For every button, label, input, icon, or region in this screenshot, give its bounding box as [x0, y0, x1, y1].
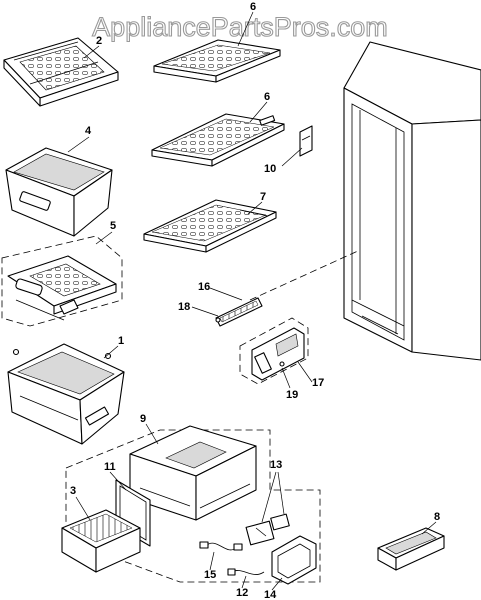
callout-11: 11: [104, 461, 116, 473]
callout-18: 18: [178, 301, 190, 313]
callout-6-middle: 6: [264, 91, 270, 103]
callout-16: 16: [198, 281, 210, 293]
part-5-cover-assembly: [1, 235, 123, 327]
callout-8: 8: [434, 511, 440, 523]
callout-17: 17: [312, 377, 324, 389]
leader-1: [103, 345, 119, 359]
leader-9: [145, 423, 159, 445]
part-8-door-bin: [377, 527, 445, 571]
leader-17: [297, 361, 313, 383]
leader-12: [241, 575, 247, 589]
leader-7: [247, 201, 263, 215]
leader-10: [281, 147, 303, 167]
refrigerator-cabinet: [343, 41, 481, 361]
part-17-19-control-housing: [239, 317, 309, 385]
callout-7: 7: [260, 191, 266, 203]
watermark-text: AppliancePartsPros.com: [92, 12, 388, 42]
callout-4: 4: [85, 125, 92, 137]
leader-11: [109, 471, 127, 491]
part-14-control-cover: [271, 535, 317, 585]
part-12-thermistor: [227, 568, 265, 576]
callout-10: 10: [264, 163, 276, 175]
leader-16: [209, 287, 243, 301]
leader-18: [191, 306, 219, 317]
callout-2: 2: [96, 35, 102, 47]
part-2-crisper-cover: [3, 37, 119, 107]
part-6-shelf-middle: [151, 113, 285, 167]
part-13-control-parts: [245, 513, 290, 546]
callout-3: 3: [70, 485, 76, 497]
callout-15: 15: [204, 569, 216, 581]
leader-6-top: [237, 11, 254, 47]
part-15-wire-harness: [199, 541, 243, 551]
callout-5: 5: [110, 220, 116, 232]
leader-19: [281, 367, 291, 389]
leader-13b: [277, 471, 285, 515]
part-3-deli-drawer: [61, 509, 141, 573]
part-4-crisper-drawer: [5, 147, 113, 237]
leader-5: [95, 231, 113, 245]
cabinet-guide-line: [249, 249, 361, 301]
callout-19: 19: [286, 389, 298, 401]
leader-14: [271, 577, 283, 591]
leader-8: [421, 521, 437, 535]
callout-1: 1: [118, 335, 124, 347]
part-16-18-light-assembly: [215, 297, 263, 327]
part-1-lower-drawer: [7, 343, 125, 445]
leader-3: [75, 496, 91, 521]
callout-14: 14: [264, 589, 277, 600]
leader-13a: [261, 471, 277, 523]
leader-6-middle: [249, 101, 268, 123]
leader-2: [83, 45, 100, 59]
part-6-shelf-top: [153, 39, 281, 83]
callout-13: 13: [270, 459, 282, 471]
leader-4: [67, 136, 90, 153]
callout-6-top: 6: [250, 1, 256, 13]
callout-9: 9: [140, 413, 146, 425]
part-10-bracket: [299, 125, 313, 157]
callout-12: 12: [236, 587, 248, 599]
part-9-drawer-assembly: [65, 425, 321, 583]
part-7-shelf: [143, 199, 277, 253]
leader-15: [209, 551, 215, 571]
